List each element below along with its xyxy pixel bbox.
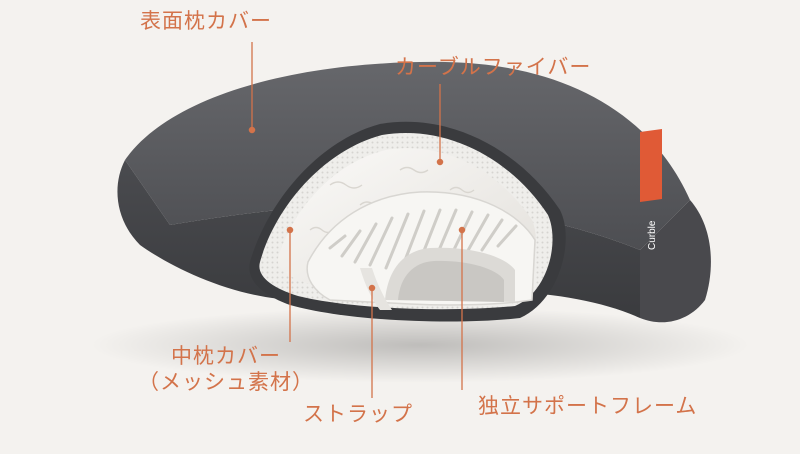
ground-shadow	[90, 307, 750, 383]
pillow-right-end	[640, 200, 711, 323]
label-inner-cover-line1: 中枕カバー	[171, 344, 281, 368]
label-inner-cover: 中枕カバー （メッシュ素材）	[138, 343, 314, 396]
brand-tag: Curble	[640, 128, 662, 250]
label-strap: ストラップ	[303, 402, 413, 426]
label-surface-cover: 表面枕カバー	[140, 9, 272, 33]
frame-tunnel-inner	[398, 260, 504, 302]
strap	[360, 268, 392, 310]
brand-tag-text: Curble	[647, 220, 658, 250]
leader-lines	[248, 42, 466, 398]
label-curved-fiber: カーブルファイバー	[395, 55, 592, 79]
label-inner-cover-line2: （メッシュ素材）	[138, 370, 314, 395]
label-support-frame: 独立サポートフレーム	[478, 394, 698, 418]
